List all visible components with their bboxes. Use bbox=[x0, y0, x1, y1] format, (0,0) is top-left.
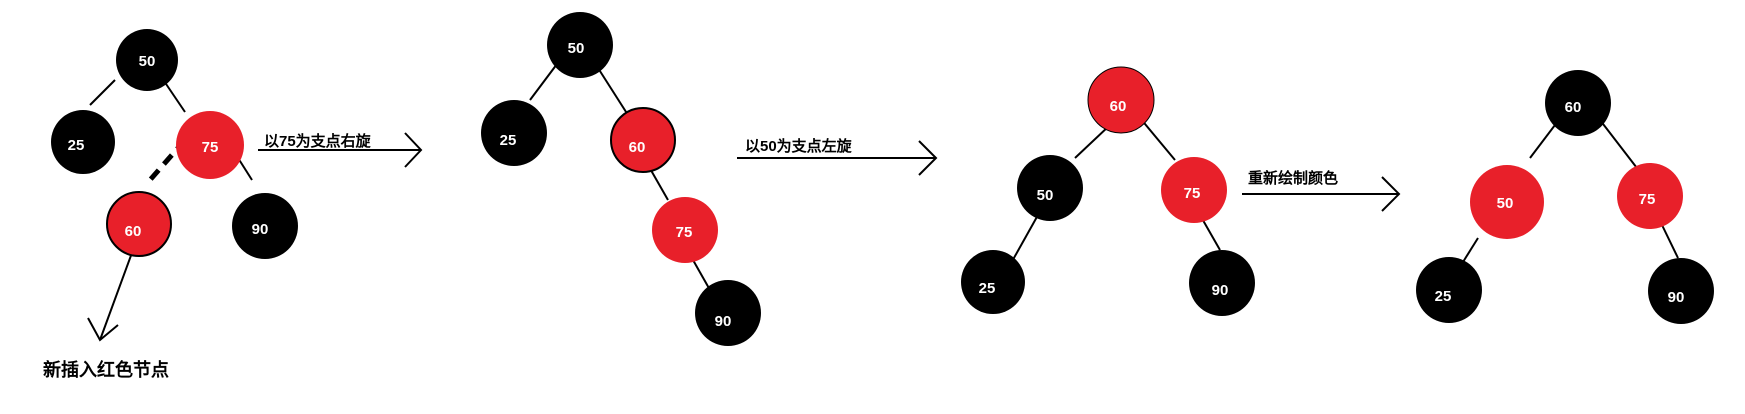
node-circle bbox=[961, 250, 1025, 314]
node-t2-75: 75 bbox=[652, 197, 718, 263]
node-circle bbox=[1545, 70, 1611, 136]
tree-after-right-rotation: 50 25 60 75 90 bbox=[481, 12, 761, 346]
node-value: 25 bbox=[1435, 288, 1452, 305]
node-circle bbox=[610, 107, 676, 173]
edge-75-90 bbox=[692, 259, 711, 291]
node-t1-90: 90 bbox=[232, 193, 298, 259]
node-circle bbox=[51, 110, 115, 174]
edge-50-25 bbox=[89, 79, 116, 106]
node-t1-75: 75 bbox=[176, 111, 244, 179]
node-value: 75 bbox=[1639, 191, 1656, 208]
step-arrow-rotate-right: 以75为支点右旋 bbox=[258, 132, 423, 168]
node-t3-60: 60 bbox=[1087, 66, 1155, 134]
edge-50-25 bbox=[529, 59, 561, 101]
node-t4-60: 60 bbox=[1545, 70, 1611, 136]
step-label-recolor: 重新绘制颜色 bbox=[1248, 169, 1338, 187]
node-value: 25 bbox=[500, 132, 517, 149]
node-value: 90 bbox=[1212, 282, 1229, 299]
edge-50-25 bbox=[1009, 214, 1039, 266]
node-t2-60: 60 bbox=[610, 107, 676, 173]
node-circle bbox=[1161, 157, 1227, 223]
node-t2-25: 25 bbox=[481, 100, 547, 166]
edge-60-50 bbox=[1074, 124, 1111, 159]
node-circle bbox=[1087, 66, 1155, 134]
node-circle bbox=[481, 100, 547, 166]
node-t4-90: 90 bbox=[1648, 258, 1714, 324]
node-value: 50 bbox=[568, 40, 585, 57]
node-value: 25 bbox=[979, 280, 996, 297]
node-value: 50 bbox=[1037, 187, 1054, 204]
node-circle bbox=[1189, 250, 1255, 316]
node-t2-50: 50 bbox=[547, 12, 613, 78]
node-t4-25: 25 bbox=[1416, 257, 1482, 323]
node-t2-90: 90 bbox=[695, 280, 761, 346]
caption-new-red-node: 新插入红色节点 bbox=[43, 359, 169, 380]
edge-60-75 bbox=[1599, 119, 1641, 173]
node-value: 60 bbox=[629, 139, 646, 156]
step-label-rotate-left: 以50为支点左旋 bbox=[745, 137, 853, 155]
node-circle bbox=[652, 197, 718, 263]
node-circle bbox=[106, 191, 172, 257]
node-value: 75 bbox=[676, 224, 693, 241]
node-t1-60: 60 bbox=[106, 191, 172, 257]
node-t3-25: 25 bbox=[961, 250, 1025, 314]
step-arrow-rotate-left: 以50为支点左旋 bbox=[737, 137, 938, 176]
arrow-head bbox=[918, 140, 938, 176]
node-circle bbox=[695, 280, 761, 346]
node-value: 90 bbox=[252, 221, 269, 238]
edge-50-25 bbox=[1462, 237, 1479, 263]
node-t1-25: 25 bbox=[51, 110, 115, 174]
node-value: 90 bbox=[1668, 289, 1685, 306]
node-value: 60 bbox=[1565, 99, 1582, 116]
edge-75-90 bbox=[1661, 224, 1679, 259]
arrow-head bbox=[404, 132, 423, 168]
node-value: 50 bbox=[139, 53, 156, 70]
node-value: 25 bbox=[68, 137, 85, 154]
step-label-rotate-right: 以75为支点右旋 bbox=[264, 132, 372, 150]
caption-arrow-head bbox=[87, 317, 119, 342]
node-circle bbox=[116, 29, 178, 91]
node-circle bbox=[176, 111, 244, 179]
edge-60-50 bbox=[1529, 124, 1556, 159]
node-value: 50 bbox=[1497, 195, 1514, 212]
edge-60-75 bbox=[1139, 117, 1176, 161]
node-t3-90: 90 bbox=[1189, 250, 1255, 316]
node-value: 75 bbox=[1184, 185, 1201, 202]
arrow-head bbox=[1381, 176, 1401, 212]
tree-after-recolor: 60 50 75 25 90 bbox=[1416, 70, 1714, 324]
step-arrow-recolor: 重新绘制颜色 bbox=[1242, 169, 1401, 212]
node-circle bbox=[1416, 257, 1482, 323]
caption-arrow-line bbox=[99, 249, 134, 341]
node-value: 60 bbox=[125, 223, 142, 240]
node-circle bbox=[1470, 165, 1544, 239]
node-circle bbox=[232, 193, 298, 259]
node-t3-75: 75 bbox=[1161, 157, 1227, 223]
node-circle bbox=[1648, 258, 1714, 324]
node-t1-50: 50 bbox=[116, 29, 178, 91]
node-circle bbox=[1617, 163, 1683, 229]
tree-after-left-rotation: 60 50 75 25 90 bbox=[961, 66, 1255, 316]
node-value: 60 bbox=[1110, 98, 1127, 115]
node-circle bbox=[547, 12, 613, 78]
node-t4-75: 75 bbox=[1617, 163, 1683, 229]
tree-initial: 50 25 75 60 90 bbox=[51, 29, 298, 342]
edge-50-60 bbox=[597, 67, 629, 116]
node-circle bbox=[1017, 155, 1083, 221]
node-value: 75 bbox=[202, 139, 219, 156]
node-t4-50: 50 bbox=[1470, 165, 1544, 239]
node-value: 90 bbox=[715, 313, 732, 330]
node-t3-50: 50 bbox=[1017, 155, 1083, 221]
